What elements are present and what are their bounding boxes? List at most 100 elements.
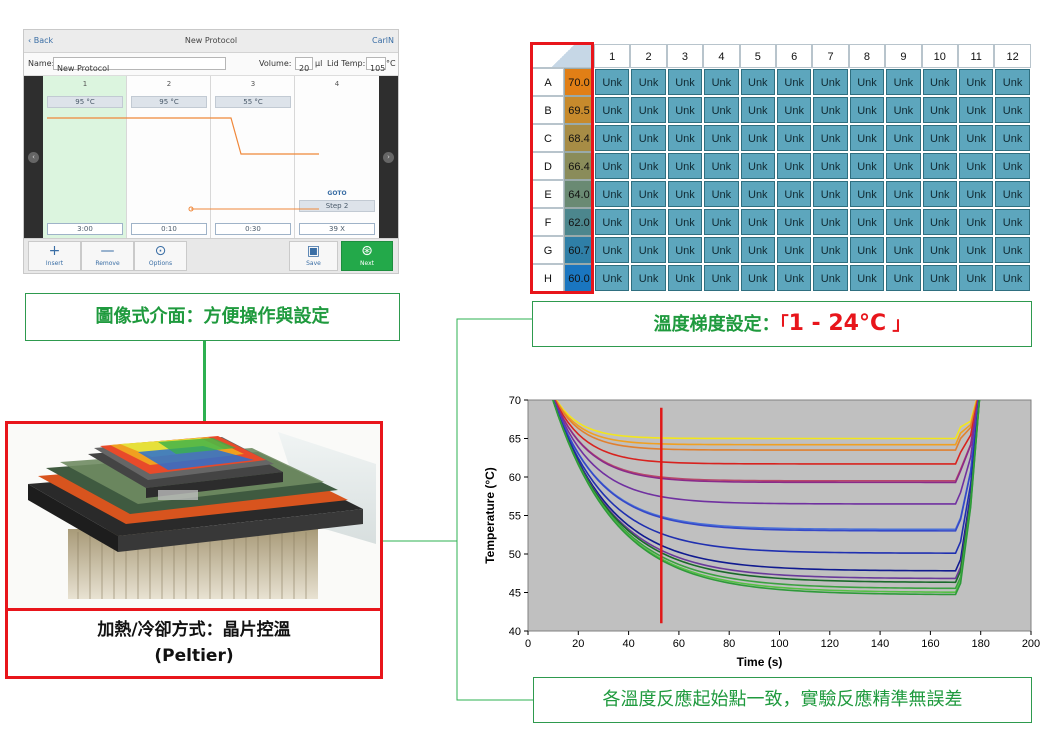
well-cell[interactable]: Unk <box>631 69 666 95</box>
step-temp[interactable]: 95 °C <box>47 96 123 108</box>
well-cell[interactable]: Unk <box>777 209 812 235</box>
well-cell[interactable]: Unk <box>740 237 775 263</box>
well-cell[interactable]: Unk <box>849 209 885 235</box>
well-cell[interactable]: Unk <box>995 209 1030 235</box>
well-cell[interactable]: Unk <box>922 265 957 291</box>
well-cell[interactable]: Unk <box>667 181 703 207</box>
well-cell[interactable]: Unk <box>886 209 921 235</box>
step-temp[interactable]: 55 °C <box>215 96 291 108</box>
well-cell[interactable]: Unk <box>631 181 666 207</box>
well-cell[interactable]: Unk <box>631 237 666 263</box>
remove-button[interactable]: —Remove <box>81 241 134 271</box>
well-cell[interactable]: Unk <box>922 237 957 263</box>
well-cell[interactable]: Unk <box>595 237 630 263</box>
well-cell[interactable]: Unk <box>813 237 848 263</box>
well-cell[interactable]: Unk <box>704 153 739 179</box>
well-cell[interactable]: Unk <box>777 265 812 291</box>
well-cell[interactable]: Unk <box>740 265 775 291</box>
well-cell[interactable]: Unk <box>777 97 812 123</box>
well-cell[interactable]: Unk <box>667 125 703 151</box>
row-temperature[interactable]: 66.4 <box>564 152 594 180</box>
row-temperature[interactable]: 68.4 <box>564 124 594 152</box>
well-cell[interactable]: Unk <box>849 69 885 95</box>
well-cell[interactable]: Unk <box>740 209 775 235</box>
volume-input[interactable]: 20 <box>295 57 313 73</box>
name-input[interactable]: New Protocol <box>53 57 226 73</box>
well-cell[interactable]: Unk <box>959 69 994 95</box>
well-cell[interactable]: Unk <box>740 153 775 179</box>
well-cell[interactable]: Unk <box>813 153 848 179</box>
well-cell[interactable]: Unk <box>595 181 630 207</box>
well-cell[interactable]: Unk <box>667 153 703 179</box>
well-cell[interactable]: Unk <box>777 181 812 207</box>
insert-button[interactable]: +Insert <box>28 241 81 271</box>
step-2-column[interactable]: 2 95 °C 0:10 <box>127 76 211 238</box>
well-cell[interactable]: Unk <box>631 209 666 235</box>
well-cell[interactable]: Unk <box>995 125 1030 151</box>
well-cell[interactable]: Unk <box>959 125 994 151</box>
well-cell[interactable]: Unk <box>995 69 1030 95</box>
well-cell[interactable]: Unk <box>959 97 994 123</box>
well-cell[interactable]: Unk <box>922 97 957 123</box>
well-cell[interactable]: Unk <box>995 237 1030 263</box>
well-cell[interactable]: Unk <box>777 237 812 263</box>
well-cell[interactable]: Unk <box>995 153 1030 179</box>
well-cell[interactable]: Unk <box>886 153 921 179</box>
well-cell[interactable]: Unk <box>886 69 921 95</box>
well-cell[interactable]: Unk <box>704 125 739 151</box>
well-cell[interactable]: Unk <box>595 97 630 123</box>
well-cell[interactable]: Unk <box>777 69 812 95</box>
well-cell[interactable]: Unk <box>995 265 1030 291</box>
well-cell[interactable]: Unk <box>667 69 703 95</box>
well-cell[interactable]: Unk <box>667 237 703 263</box>
well-cell[interactable]: Unk <box>959 237 994 263</box>
well-cell[interactable]: Unk <box>595 209 630 235</box>
well-cell[interactable]: Unk <box>704 69 739 95</box>
step-time[interactable]: 0:30 <box>215 223 291 235</box>
step-time[interactable]: 0:10 <box>131 223 207 235</box>
well-cell[interactable]: Unk <box>631 265 666 291</box>
row-temperature[interactable]: 62.0 <box>564 208 594 236</box>
well-cell[interactable]: Unk <box>922 153 957 179</box>
lid-temp-input[interactable]: 105 <box>366 57 386 73</box>
well-cell[interactable]: Unk <box>959 209 994 235</box>
cycle-count[interactable]: 39 X <box>299 223 375 235</box>
well-cell[interactable]: Unk <box>631 153 666 179</box>
well-cell[interactable]: Unk <box>667 209 703 235</box>
well-cell[interactable]: Unk <box>777 153 812 179</box>
well-cell[interactable]: Unk <box>959 153 994 179</box>
well-cell[interactable]: Unk <box>959 181 994 207</box>
well-cell[interactable]: Unk <box>740 125 775 151</box>
well-cell[interactable]: Unk <box>813 97 848 123</box>
well-cell[interactable]: Unk <box>886 265 921 291</box>
user-name[interactable]: CarlN <box>372 36 394 45</box>
step-3-column[interactable]: 3 55 °C 0:30 <box>211 76 295 238</box>
row-temperature[interactable]: 69.5 <box>564 96 594 124</box>
well-cell[interactable]: Unk <box>849 97 885 123</box>
well-cell[interactable]: Unk <box>849 265 885 291</box>
well-cell[interactable]: Unk <box>922 69 957 95</box>
well-cell[interactable]: Unk <box>740 69 775 95</box>
well-cell[interactable]: Unk <box>813 69 848 95</box>
well-cell[interactable]: Unk <box>595 265 630 291</box>
well-cell[interactable]: Unk <box>849 181 885 207</box>
next-button[interactable]: ⊛Next <box>341 241 393 271</box>
options-button[interactable]: ⊙Options <box>134 241 187 271</box>
well-cell[interactable]: Unk <box>595 69 630 95</box>
well-cell[interactable]: Unk <box>849 237 885 263</box>
step-time[interactable]: 3:00 <box>47 223 123 235</box>
back-button[interactable]: ‹ Back <box>28 36 54 45</box>
save-button[interactable]: ▣Save <box>289 241 338 271</box>
well-cell[interactable]: Unk <box>704 265 739 291</box>
well-cell[interactable]: Unk <box>813 181 848 207</box>
well-cell[interactable]: Unk <box>704 237 739 263</box>
well-cell[interactable]: Unk <box>631 97 666 123</box>
well-cell[interactable]: Unk <box>595 125 630 151</box>
well-cell[interactable]: Unk <box>813 125 848 151</box>
well-cell[interactable]: Unk <box>922 209 957 235</box>
well-cell[interactable]: Unk <box>595 153 630 179</box>
well-cell[interactable]: Unk <box>813 265 848 291</box>
well-cell[interactable]: Unk <box>886 237 921 263</box>
well-cell[interactable]: Unk <box>886 125 921 151</box>
well-cell[interactable]: Unk <box>922 181 957 207</box>
